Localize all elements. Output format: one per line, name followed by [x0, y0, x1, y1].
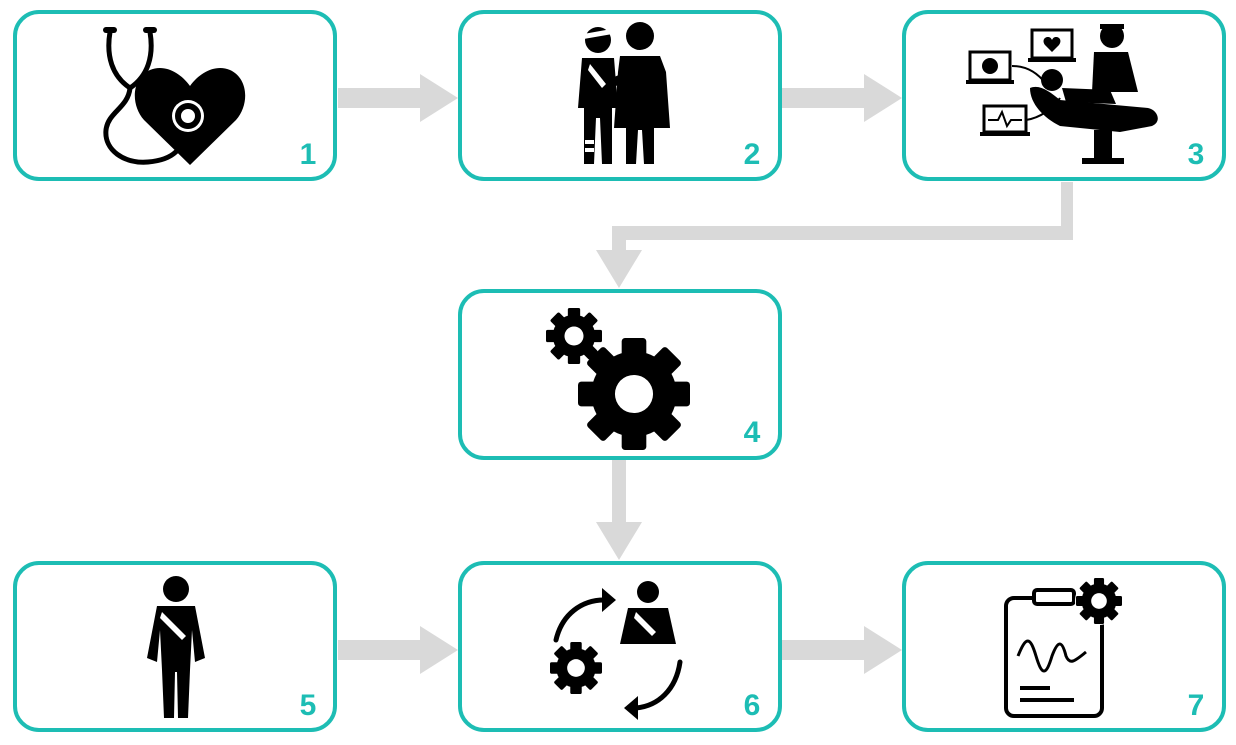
connector-arrows: [338, 74, 1073, 674]
arrow-6-to-7: [782, 626, 902, 674]
patient-processing-cycle-icon: [550, 581, 683, 720]
step-box-2: 2: [458, 10, 782, 181]
stethoscope-heart-icon: [103, 27, 246, 165]
patient-monitoring-icon: [966, 24, 1158, 164]
step-number-5: 5: [300, 689, 317, 722]
step-number-4: 4: [744, 416, 761, 449]
step-box-4: 4: [458, 289, 782, 460]
clipboard-report-icon: [1004, 577, 1123, 718]
step-box-1: 1: [13, 10, 337, 181]
arrow-2-to-3: [782, 74, 902, 122]
clipboard-gear-icon: [1076, 578, 1122, 624]
step-number-1: 1: [300, 138, 317, 171]
process-gear-icon: [550, 642, 602, 694]
arrow-4-to-6: [596, 460, 642, 560]
step-box-6: 6: [458, 561, 782, 732]
step-number-6: 6: [744, 689, 761, 722]
patient-with-sling-icon: [147, 576, 205, 718]
arrow-5-to-6: [338, 626, 458, 674]
arrow-1-to-2: [338, 74, 458, 122]
step-number-2: 2: [744, 138, 761, 171]
step-number-3: 3: [1188, 138, 1205, 171]
arrow-3-to-4: [596, 182, 1073, 288]
step-number-7: 7: [1188, 689, 1205, 722]
step-box-7: 7: [902, 561, 1226, 732]
step-box-3: 3: [902, 10, 1226, 181]
large-gear-icon: [578, 338, 690, 450]
step-box-5: 5: [13, 561, 337, 732]
injured-patients-icon: [578, 22, 670, 164]
